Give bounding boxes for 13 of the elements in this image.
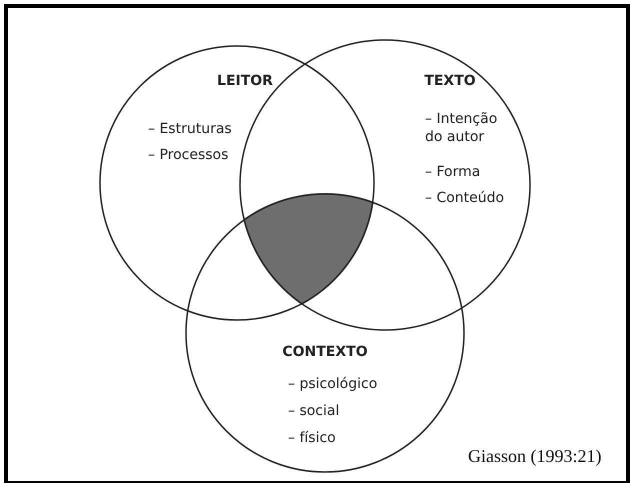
circle-heading: LEITOR (216, 72, 274, 90)
list-item: – social (288, 402, 340, 420)
list-item: – físico (288, 429, 336, 447)
circle-heading: CONTEXTO (281, 343, 369, 361)
citation: Giasson (1993:21) (468, 446, 602, 467)
list-item: – psicológico (288, 375, 378, 393)
list-item: – Conteúdo (425, 189, 504, 207)
list-item: – Estruturas (148, 120, 232, 138)
venn-circle (99, 45, 375, 321)
list-item: – Processos (148, 146, 228, 164)
list-item: – Forma (425, 163, 480, 181)
circle-heading: TEXTO (423, 72, 477, 90)
list-item: – Intenção do autor (425, 110, 498, 146)
